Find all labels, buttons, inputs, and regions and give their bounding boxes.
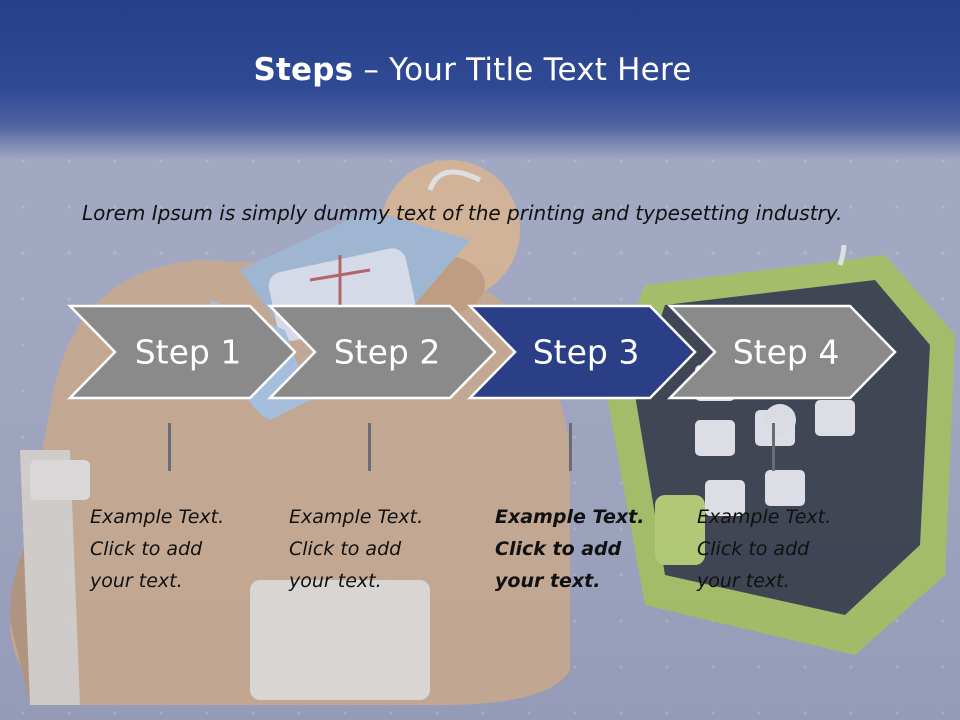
step-2-label: Step 2 (334, 333, 441, 372)
step-2-connector (368, 423, 371, 471)
step-1-label: Step 1 (135, 333, 242, 372)
step-3-connector (569, 423, 572, 471)
caption-line: your text. (289, 570, 382, 592)
caption-line: Click to add (289, 538, 402, 560)
title-band (0, 0, 960, 160)
caption-line: Example Text. (289, 506, 424, 528)
intro-text[interactable]: Lorem Ipsum is simply dummy text of the … (82, 201, 843, 225)
step-4-connector (772, 423, 775, 471)
caption-line: Click to add (697, 538, 810, 560)
caption-line: Example Text. (495, 506, 645, 528)
step-1-chevron[interactable]: Step 1 (67, 304, 297, 400)
step-4-label: Step 4 (733, 333, 840, 372)
title-bold: Steps (253, 52, 354, 88)
caption-line: your text. (697, 570, 790, 592)
step-3-label: Step 3 (533, 333, 640, 372)
step-4-chevron[interactable]: Step 4 (667, 304, 897, 400)
caption-line: Click to add (495, 538, 622, 560)
caption-line: Example Text. (90, 506, 225, 528)
slide-title[interactable]: Steps – Your Title Text Here (0, 52, 945, 88)
title-text: – Your Title Text Here (353, 52, 692, 88)
step-4-caption[interactable]: Example Text. Click to add your text. (697, 501, 872, 597)
step-2-caption[interactable]: Example Text. Click to add your text. (289, 501, 464, 597)
caption-line: Example Text. (697, 506, 832, 528)
step-1-connector (168, 423, 171, 471)
caption-line: your text. (90, 570, 183, 592)
step-1-caption[interactable]: Example Text. Click to add your text. (90, 501, 265, 597)
step-3-caption[interactable]: Example Text. Click to add your text. (495, 501, 670, 597)
cpr-mannequin-illustration (10, 160, 570, 705)
step-3-chevron[interactable]: Step 3 (467, 304, 697, 400)
steps-process-diagram: Step 1 Step 2 Step 3 Step 4 (67, 304, 897, 400)
step-2-chevron[interactable]: Step 2 (267, 304, 497, 400)
caption-line: Click to add (90, 538, 203, 560)
caption-line: your text. (495, 570, 601, 592)
